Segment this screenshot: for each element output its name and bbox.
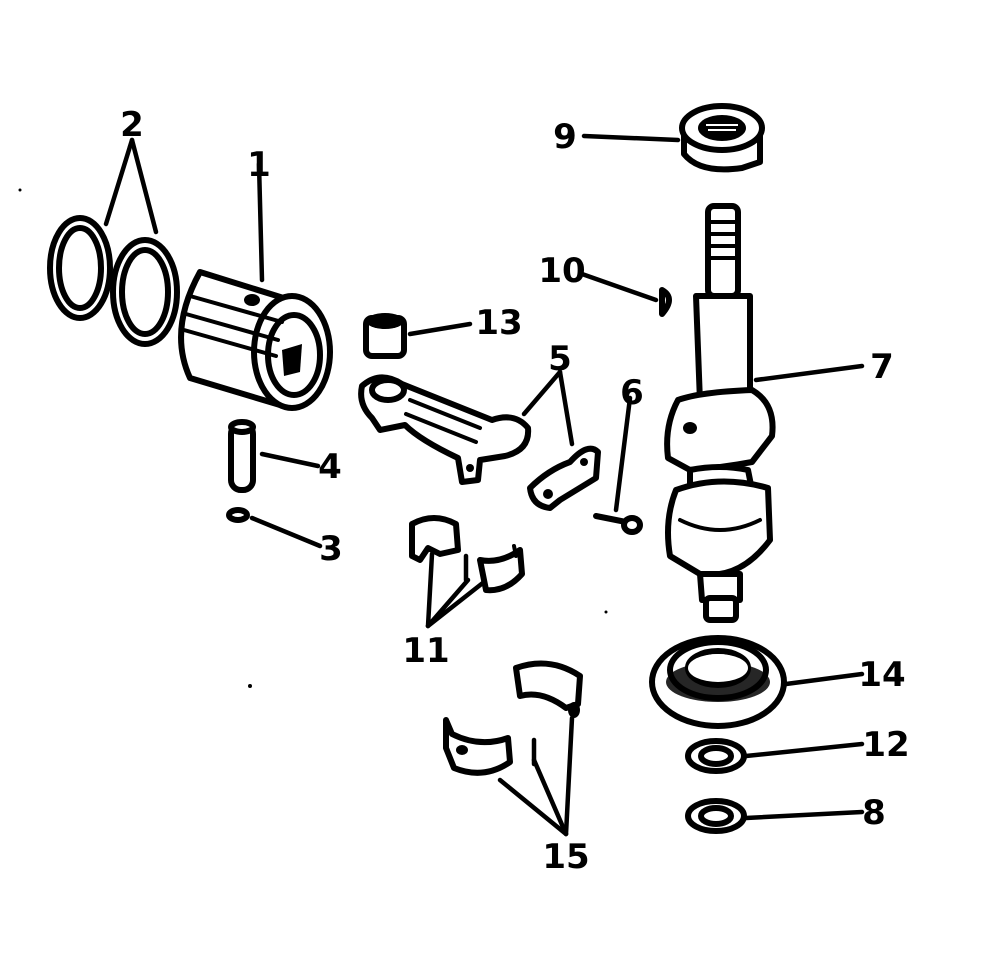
piston-ring-left — [47, 215, 113, 321]
callout-14: 14 — [858, 655, 905, 695]
scan-speck — [248, 684, 252, 688]
scan-speck — [18, 188, 22, 192]
ball-bearing — [649, 635, 787, 729]
callout-3: 3 — [319, 529, 343, 569]
callout-5: 5 — [548, 339, 572, 379]
leader-1 — [256, 161, 265, 283]
crankshaft — [664, 203, 776, 623]
callout-7: 7 — [870, 347, 894, 387]
leader-10 — [579, 271, 659, 303]
leader-2b — [129, 137, 159, 235]
leader-9 — [581, 133, 681, 143]
callout-4: 4 — [318, 447, 342, 487]
retaining-clip — [226, 507, 250, 523]
leader-15c — [563, 715, 575, 837]
main-bearing-upper — [513, 660, 583, 718]
leader-15b — [531, 757, 569, 837]
callout-11: 11 — [402, 631, 449, 671]
callout-15: 15 — [542, 837, 589, 877]
leader-4 — [259, 451, 321, 469]
leader-8 — [743, 809, 865, 821]
leader-5b — [557, 369, 575, 447]
rod-cap-screw — [593, 513, 643, 535]
piston — [178, 269, 333, 411]
leader-15a — [497, 777, 569, 837]
leader-11a — [425, 551, 435, 629]
leader-13 — [407, 321, 473, 337]
woodruff-key — [659, 287, 672, 317]
callout-2: 2 — [120, 105, 144, 145]
callout-8: 8 — [862, 793, 886, 833]
piston-ring-right — [110, 237, 180, 347]
callout-6: 6 — [620, 373, 644, 413]
leader-14 — [783, 671, 865, 687]
scan-speck — [604, 610, 608, 614]
upper-main-bearing — [679, 103, 765, 173]
leader-2a — [103, 137, 135, 227]
callout-13: 13 — [475, 303, 522, 343]
leader-5a — [521, 369, 563, 417]
leader-11c — [425, 579, 487, 629]
main-bearing-lower — [443, 717, 513, 776]
callout-1: 1 — [247, 145, 271, 185]
leader-6 — [613, 395, 633, 513]
callout-10: 10 — [538, 251, 585, 291]
leader-3 — [249, 515, 323, 549]
callout-12: 12 — [862, 725, 909, 765]
rod-bearing-upper — [409, 515, 461, 563]
leader-12 — [743, 741, 865, 759]
spacer-washer — [685, 798, 747, 834]
wrist-pin-bearing — [363, 313, 407, 359]
connecting-rod — [358, 374, 532, 485]
thrust-washer — [685, 738, 747, 774]
rod-cap — [527, 445, 601, 511]
rod-bearing-lower — [477, 544, 525, 594]
piston-pin — [228, 419, 256, 493]
callout-9: 9 — [553, 117, 577, 157]
leader-7 — [753, 363, 865, 383]
